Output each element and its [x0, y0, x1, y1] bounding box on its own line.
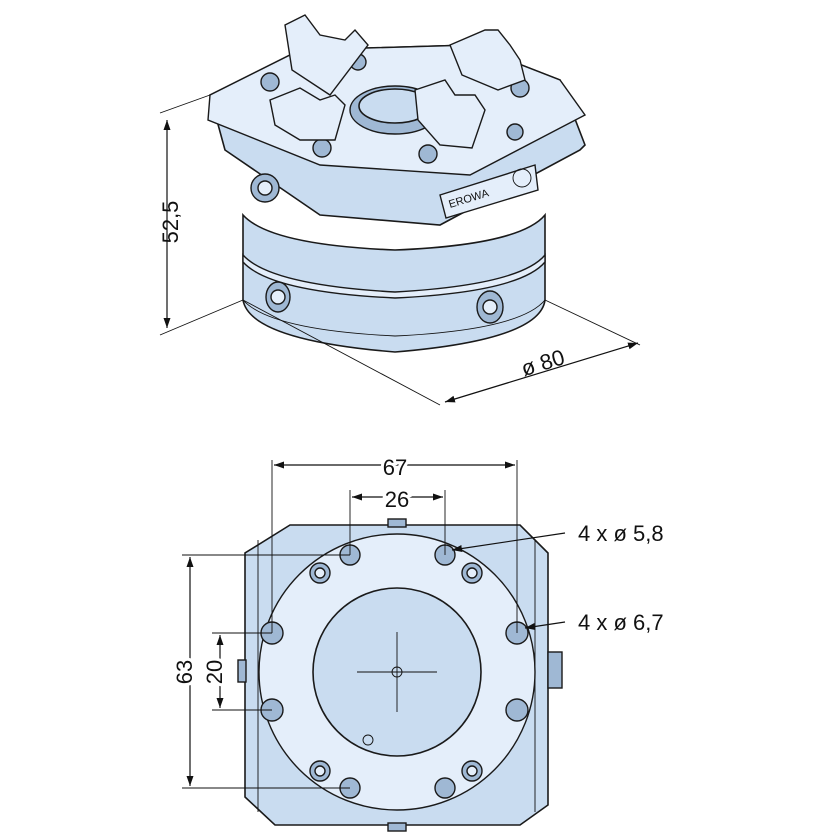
height-dimension: 52,5: [158, 94, 244, 336]
width-outer-dimension: 67: [271, 452, 518, 633]
height-inner-label: 20: [202, 660, 227, 684]
callout-small-holes: 4 x ø 5,8: [451, 521, 664, 552]
height-label: 52,5: [158, 201, 183, 244]
clamping-jaws: [269, 14, 526, 149]
plan-view: 67 26 63 20 4 x ø 5,8: [169, 452, 664, 832]
chuck-top-block: [207, 44, 587, 226]
height-inner-dimension: 20: [199, 632, 272, 711]
holes-6-7: [260, 621, 529, 722]
iso-view: EROWA 52,5 ø 80: [158, 14, 641, 406]
center-mark: [357, 632, 437, 712]
holes-5-8: [339, 544, 456, 799]
chuck-base-cylinder: [242, 212, 546, 353]
right-port: [547, 651, 563, 689]
erowa-logo: EROWA: [439, 164, 539, 219]
diameter-label: ø 80: [518, 344, 567, 381]
large-holes-label: 4 x ø 6,7: [578, 610, 664, 635]
height-outer-dimension: 63: [169, 554, 350, 789]
height-outer-label: 63: [172, 660, 197, 684]
callout-large-holes: 4 x ø 6,7: [524, 610, 664, 635]
left-port: [237, 659, 247, 683]
width-inner-dimension: 26: [349, 484, 446, 555]
width-outer-label: 67: [383, 455, 407, 480]
width-inner-label: 26: [385, 487, 409, 512]
small-holes-label: 4 x ø 5,8: [578, 521, 664, 546]
counterbored-screws: [309, 562, 483, 782]
